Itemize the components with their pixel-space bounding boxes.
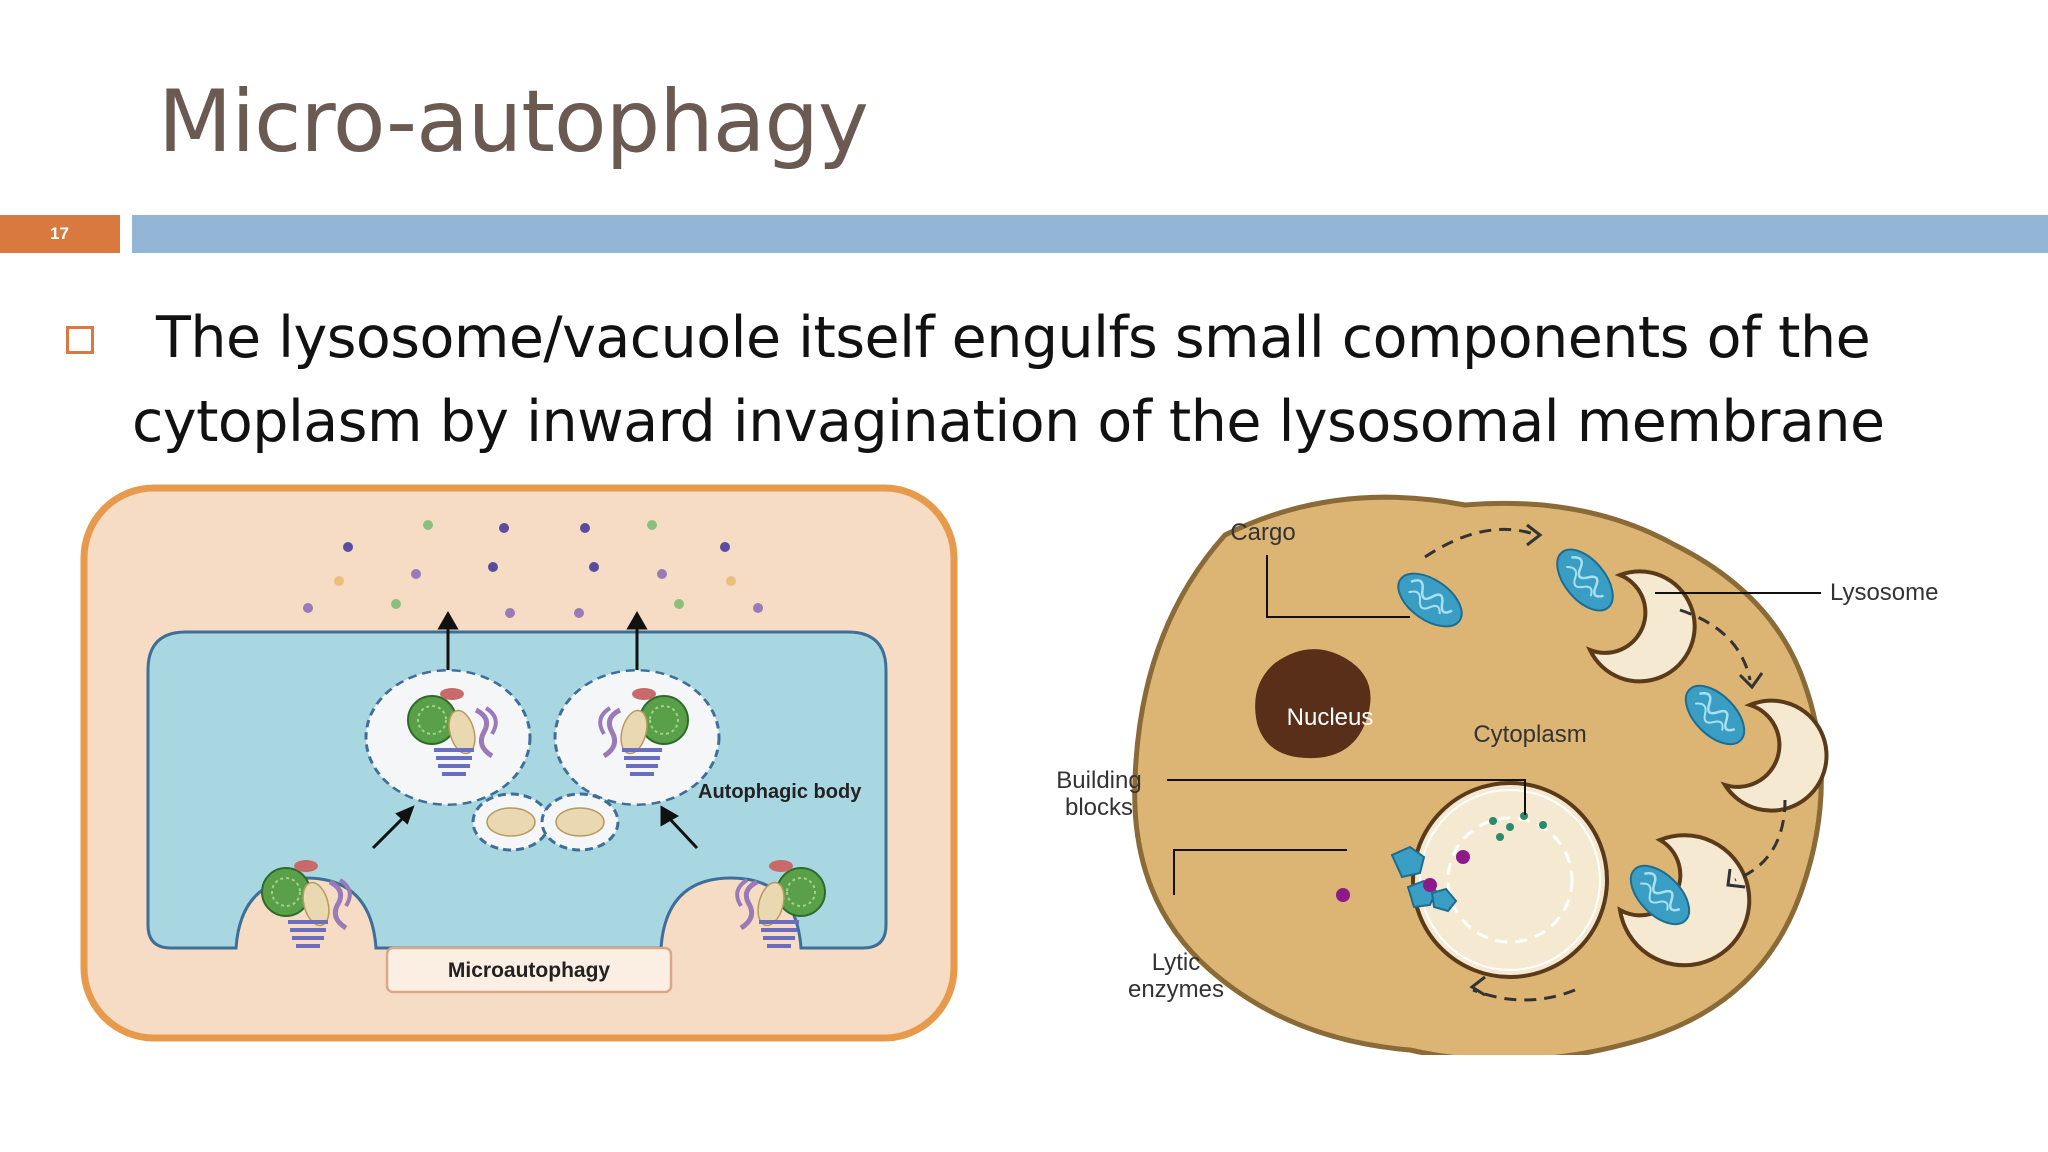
- lytic-label: Lytic: [1152, 949, 1200, 976]
- microautophagy-box-label: Microautophagy: [448, 959, 610, 982]
- header-bar: [132, 215, 2048, 253]
- lysosome-cycle-diagram: Nucleus Cytoplasm: [1056, 494, 1939, 1055]
- enzymes-label: enzymes: [1128, 976, 1224, 1003]
- bullet-square-icon: [66, 326, 94, 354]
- slide-title: Micro-autophagy: [158, 72, 869, 172]
- autophagic-body-label: Autophagic body: [698, 781, 862, 803]
- building-label: Building: [1056, 767, 1141, 794]
- lysosome-label: Lysosome: [1830, 579, 1939, 606]
- slide-number: 17: [0, 215, 120, 253]
- bullet-text: The lysosome/vacuole itself engulfs smal…: [132, 305, 1885, 455]
- cytoplasm-label: Cytoplasm: [1473, 721, 1586, 748]
- blocks-label: blocks: [1065, 794, 1133, 821]
- nucleus-label: Nucleus: [1287, 704, 1374, 731]
- cargo-label: Cargo: [1230, 519, 1295, 546]
- microautophagy-diagram: Autophagic body Microautophagy: [80, 484, 958, 1042]
